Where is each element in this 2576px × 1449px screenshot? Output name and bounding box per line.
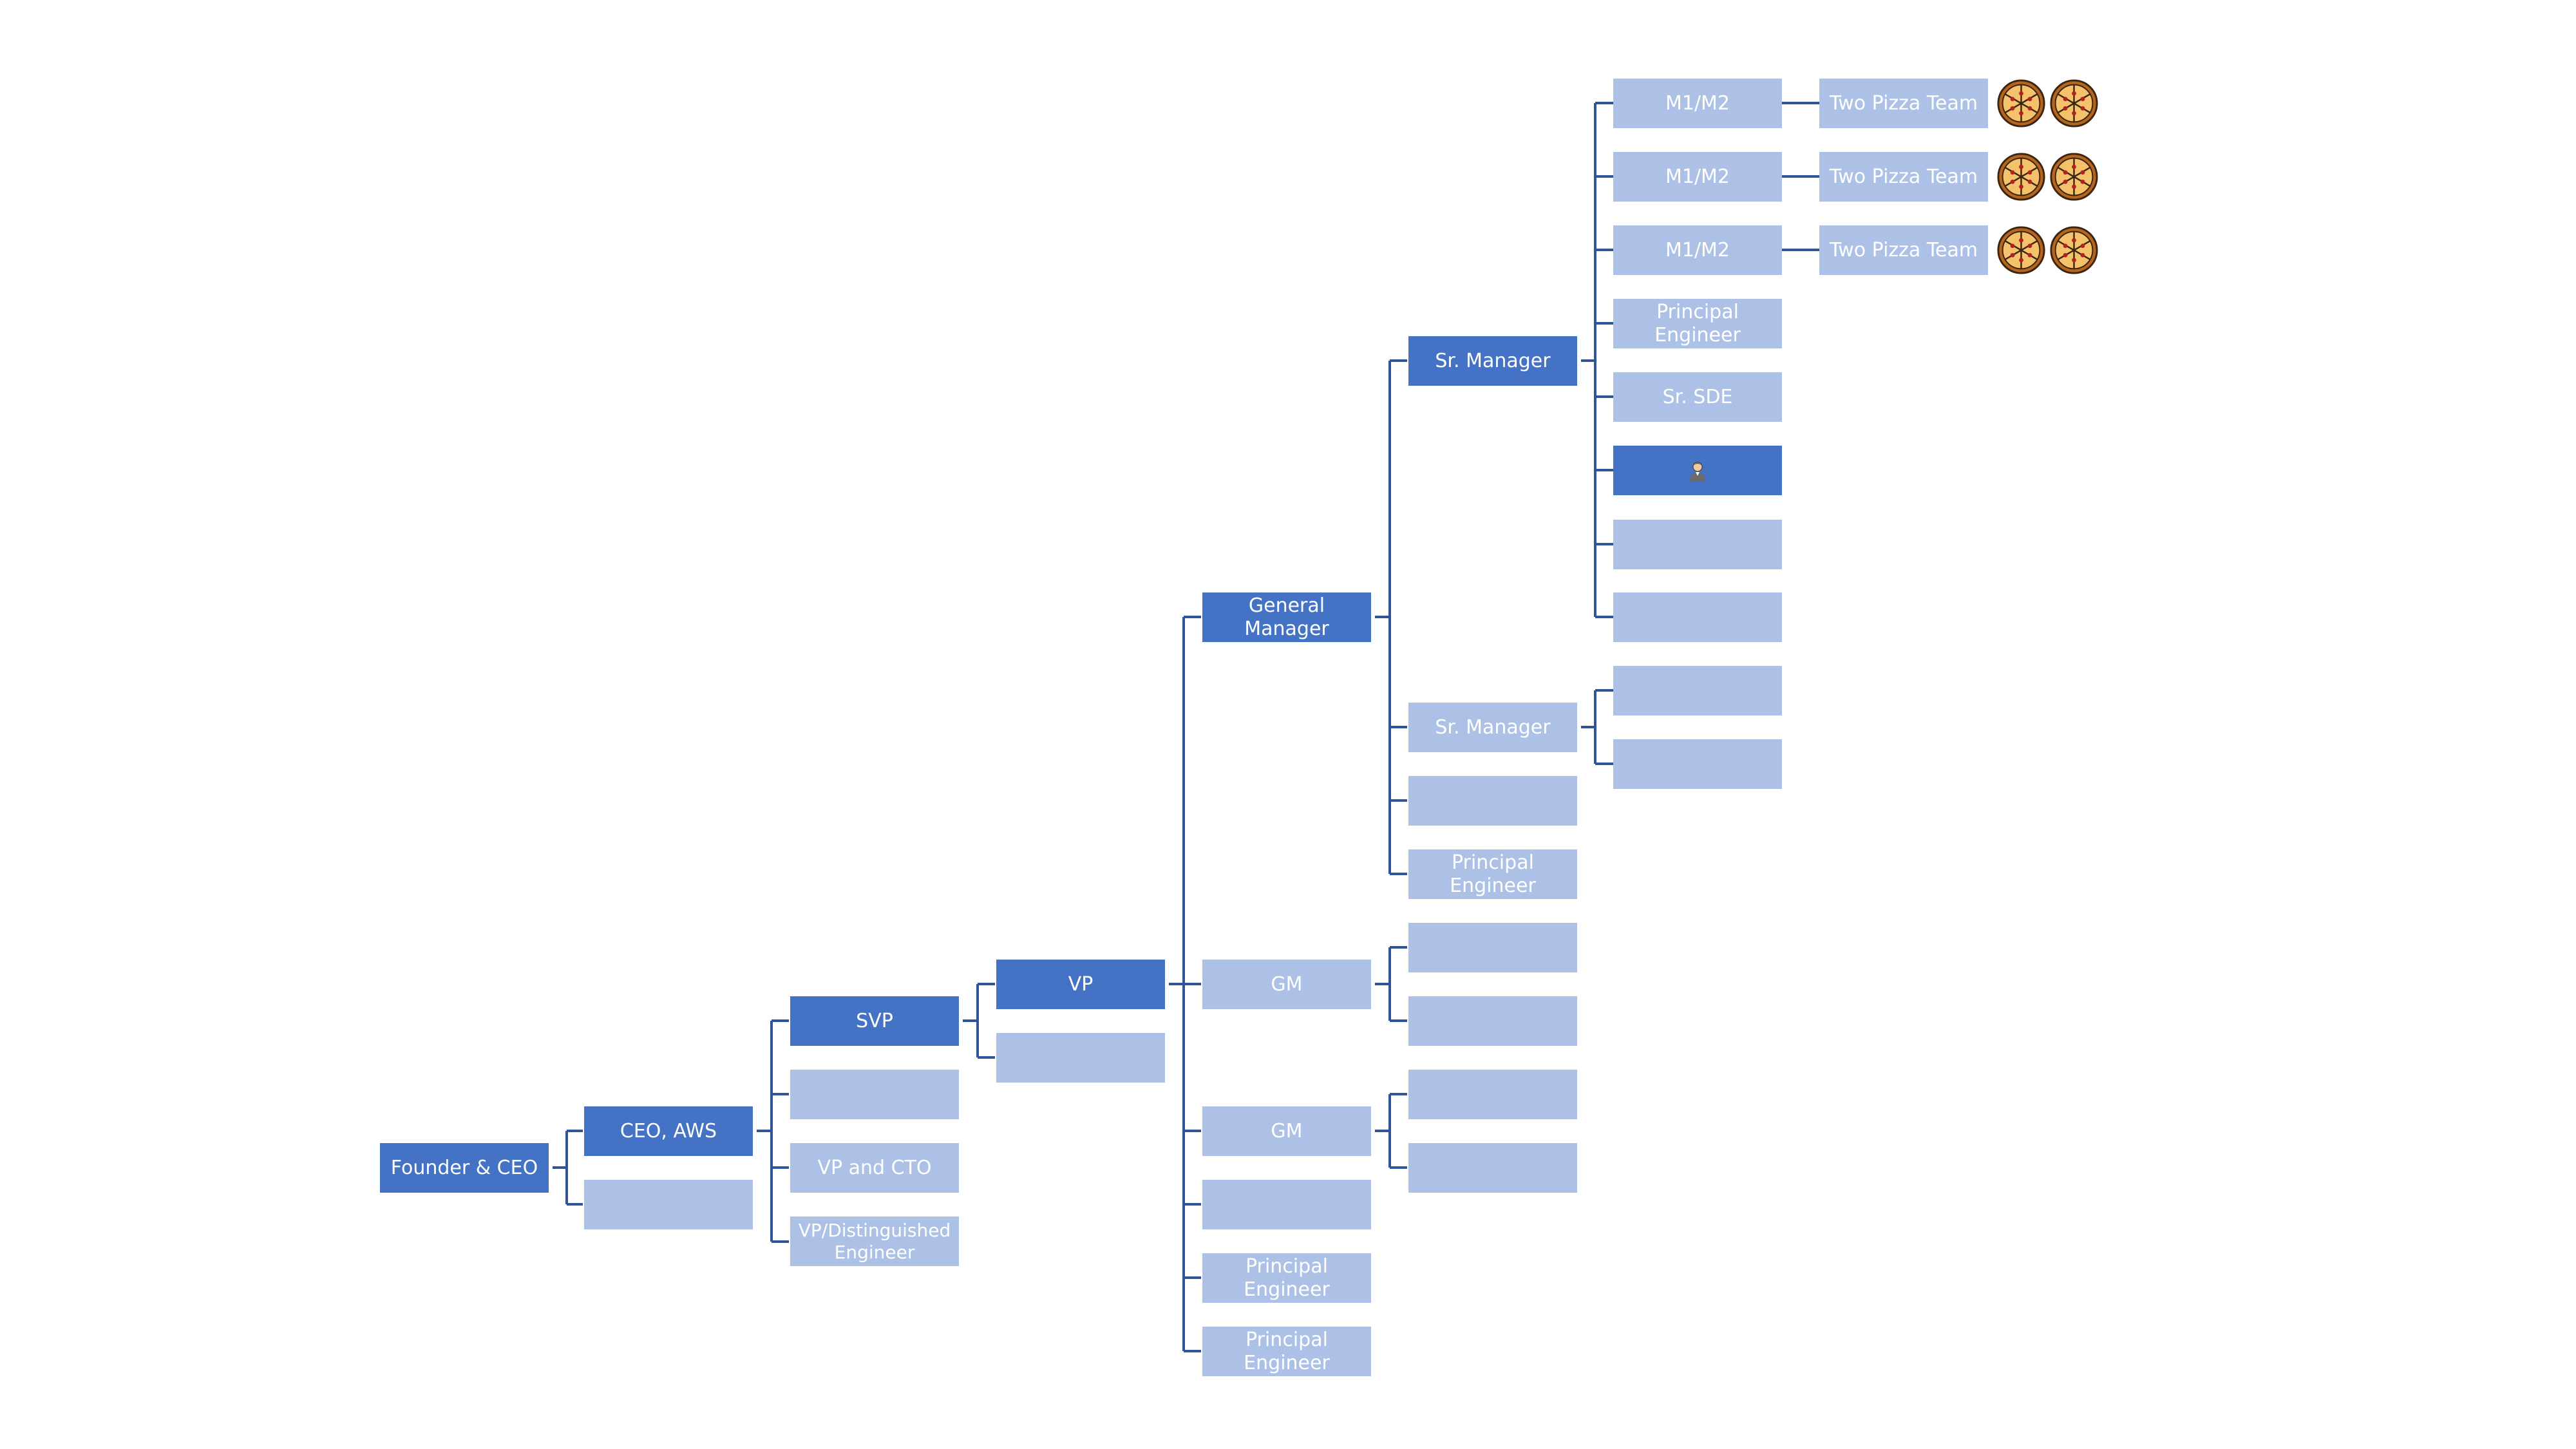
connector-gm1	[1375, 946, 1407, 1022]
node-svp: SVP	[790, 996, 959, 1046]
node-sr-sde: Sr. SDE	[1613, 372, 1782, 422]
connector-sr-manager-2	[1581, 689, 1613, 765]
node-gm-2: GM	[1202, 1106, 1371, 1156]
node-gm-1: GM	[1202, 960, 1371, 1009]
node-gm-peer-blank	[1202, 1180, 1371, 1229]
connector-founder	[553, 1130, 583, 1206]
connector-vp	[1169, 616, 1201, 1352]
node-sr-manager-2: Sr. Manager	[1408, 703, 1577, 752]
node-sr-manager-1: Sr. Manager	[1408, 336, 1577, 386]
node-general-manager: General Manager	[1202, 592, 1371, 642]
node-two-pizza-team-b: Two Pizza Team	[1819, 152, 1988, 202]
node-m1-m2-b: M1/M2	[1613, 152, 1782, 202]
node-m1-m2-a: M1/M2	[1613, 79, 1782, 128]
node-principal-engineer-d: Principal Engineer	[1613, 299, 1782, 348]
pizza-icon	[1997, 79, 2045, 128]
node-two-pizza-team-a: Two Pizza Team	[1819, 79, 1988, 128]
connectors	[553, 102, 1819, 1352]
node-ceo-peer-blank	[584, 1180, 753, 1229]
node-vp-peer-blank	[996, 1033, 1165, 1083]
pizza-icon	[1997, 153, 2045, 201]
node-vp-distinguished-engineer: VP/Distinguished Engineer	[790, 1217, 959, 1266]
node-gm2-child-2	[1408, 1143, 1577, 1193]
node-vp: VP	[996, 960, 1165, 1009]
node-gm1-child-1	[1408, 923, 1577, 972]
node-principal-engineer-c: Principal Engineer	[1408, 849, 1577, 899]
pizza-icon	[2050, 153, 2098, 201]
pizza-icon	[1997, 226, 2045, 274]
node-sm2-child-2	[1613, 739, 1782, 789]
node-two-pizza-team-c: Two Pizza Team	[1819, 225, 1988, 275]
node-vp-cto: VP and CTO	[790, 1143, 959, 1193]
pizza-icon	[2050, 226, 2098, 274]
node-blank-report-2	[1613, 592, 1782, 642]
node-svp-peer-blank	[790, 1070, 959, 1119]
node-gm1-child-2	[1408, 996, 1577, 1046]
connector-sr-manager-1	[1581, 102, 1613, 618]
node-sr-manager-peer-blank	[1408, 776, 1577, 826]
node-principal-engineer-a: Principal Engineer	[1202, 1253, 1371, 1303]
node-gm2-child-1	[1408, 1070, 1577, 1119]
node-founder-ceo: Founder & CEO	[380, 1143, 549, 1193]
node-m1-m2-c: M1/M2	[1613, 225, 1782, 275]
node-you-person	[1613, 446, 1782, 495]
connector-svp	[963, 983, 995, 1059]
node-principal-engineer-b: Principal Engineer	[1202, 1327, 1371, 1376]
connector-gm2	[1375, 1093, 1407, 1169]
node-sm2-child-1	[1613, 666, 1782, 715]
person-icon	[1690, 461, 1705, 481]
node-blank-report-1	[1613, 520, 1782, 569]
connector-general-manager	[1375, 359, 1407, 875]
pizza-icon	[2050, 79, 2098, 128]
connector-ceo-aws	[757, 1019, 789, 1243]
node-ceo-aws: CEO, AWS	[584, 1106, 753, 1156]
